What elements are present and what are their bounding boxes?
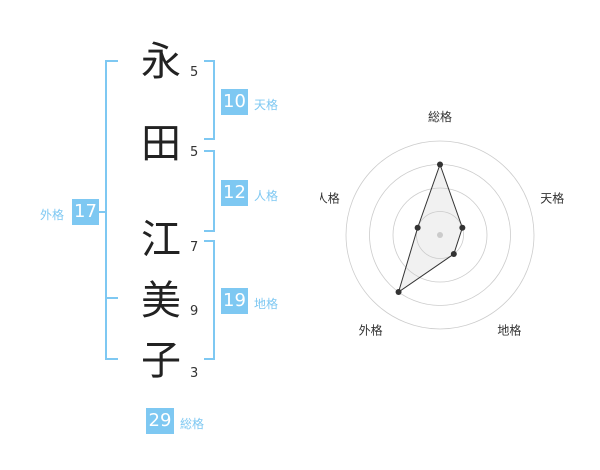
gaikaku-value: 17 bbox=[72, 199, 99, 225]
gaikaku-bracket-mid bbox=[105, 297, 118, 299]
gaikaku-bracket-bottom bbox=[105, 358, 118, 360]
gaikaku-bracket-connector bbox=[98, 211, 106, 213]
radar-axis-label-4: 人格 bbox=[320, 191, 340, 206]
jinkaku-value: 12 bbox=[221, 180, 248, 206]
gaikaku-bracket-vertical bbox=[105, 60, 107, 360]
radar-axis-label-3: 外格 bbox=[359, 322, 383, 337]
radar-center-dot bbox=[437, 232, 443, 238]
radar-point-2 bbox=[450, 251, 457, 258]
radar-ring-4 bbox=[345, 140, 535, 330]
tenkaku-value: 10 bbox=[221, 89, 248, 115]
radar-point-4 bbox=[414, 224, 421, 231]
tenkaku-label: 天格 bbox=[254, 98, 279, 112]
jinkaku-bracket-top bbox=[204, 150, 215, 152]
radar-ring-2 bbox=[392, 187, 488, 283]
name-char-2: 田 bbox=[141, 121, 181, 167]
name-char-3: 江 bbox=[141, 217, 181, 263]
name-char-4: 美 bbox=[141, 278, 181, 324]
chikaku-bracket-top bbox=[204, 240, 215, 242]
chikaku-bracket-vertical bbox=[213, 240, 215, 360]
radar-point-3 bbox=[395, 289, 402, 296]
radar-point-1 bbox=[459, 224, 466, 231]
radar-axis-label-0: 総格 bbox=[428, 110, 452, 124]
soukaku-label: 総格 bbox=[180, 417, 205, 431]
chikaku-bracket-bottom bbox=[204, 358, 215, 360]
jinkaku-bracket-bottom bbox=[204, 230, 215, 232]
jinkaku-label: 人格 bbox=[254, 189, 279, 203]
name-char-5: 子 bbox=[141, 338, 181, 384]
tenkaku-bracket-top bbox=[204, 60, 215, 62]
stroke-count-2: 5 bbox=[190, 145, 199, 160]
radar-axis-label-1: 天格 bbox=[540, 191, 564, 206]
chikaku-label: 地格 bbox=[254, 297, 279, 311]
stroke-count-4: 9 bbox=[190, 304, 199, 319]
radar-ring-1 bbox=[416, 211, 464, 259]
name-char-1: 永 bbox=[141, 39, 181, 85]
tenkaku-bracket-bottom bbox=[204, 138, 215, 140]
stroke-count-1: 5 bbox=[190, 65, 199, 80]
chikaku-value: 19 bbox=[221, 288, 248, 314]
stroke-count-5: 3 bbox=[190, 366, 199, 381]
soukaku-value: 29 bbox=[146, 408, 174, 434]
radar-polygon bbox=[397, 162, 463, 294]
tenkaku-bracket-vertical bbox=[213, 60, 215, 140]
stroke-count-3: 7 bbox=[190, 240, 199, 255]
radar-point-0 bbox=[437, 161, 443, 168]
gaikaku-label: 外格 bbox=[40, 208, 65, 222]
gaikaku-bracket-top bbox=[105, 60, 118, 62]
jinkaku-bracket-vertical bbox=[213, 150, 215, 232]
radar-axis-label-2: 地格 bbox=[497, 322, 521, 337]
